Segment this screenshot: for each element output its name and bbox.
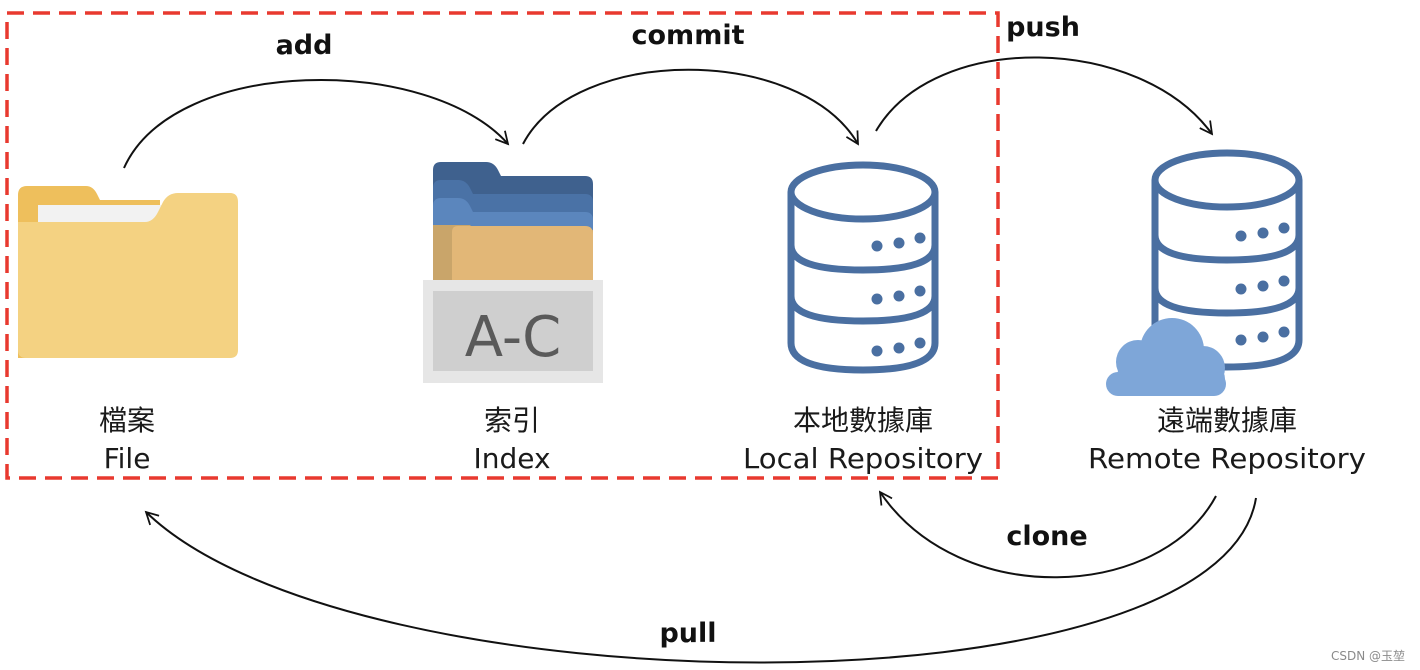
commit-arrow	[522, 68, 859, 146]
folder-icon	[18, 186, 238, 358]
file-label-en: File	[104, 442, 151, 475]
push-label: push	[1006, 12, 1080, 43]
pull-label: pull	[659, 618, 716, 649]
add-label: add	[276, 30, 333, 61]
add-arrow	[123, 79, 510, 169]
watermark: CSDN @玉堃	[1331, 648, 1405, 663]
index-card-text: A-C	[465, 305, 561, 370]
index-folders-icon: A-C	[423, 162, 603, 383]
file-label-zh: 檔案	[99, 404, 155, 437]
clone-arrow	[878, 490, 1217, 579]
database-icon	[787, 161, 939, 374]
local-boundary	[5, 11, 1000, 480]
cloud-icon	[1106, 318, 1226, 396]
push-arrow	[875, 56, 1214, 136]
commit-label: commit	[632, 20, 745, 51]
cloud-database-icon	[1106, 149, 1303, 396]
clone-label: clone	[1006, 521, 1087, 552]
local-label-en: Local Repository	[743, 442, 983, 475]
index-label-en: Index	[473, 442, 550, 475]
remote-label-zh: 遠端數據庫	[1157, 404, 1297, 437]
index-label-zh: 索引	[484, 404, 540, 437]
local-label-zh: 本地數據庫	[793, 404, 933, 437]
pull-arrow	[144, 497, 1257, 664]
remote-label-en: Remote Repository	[1088, 442, 1366, 475]
